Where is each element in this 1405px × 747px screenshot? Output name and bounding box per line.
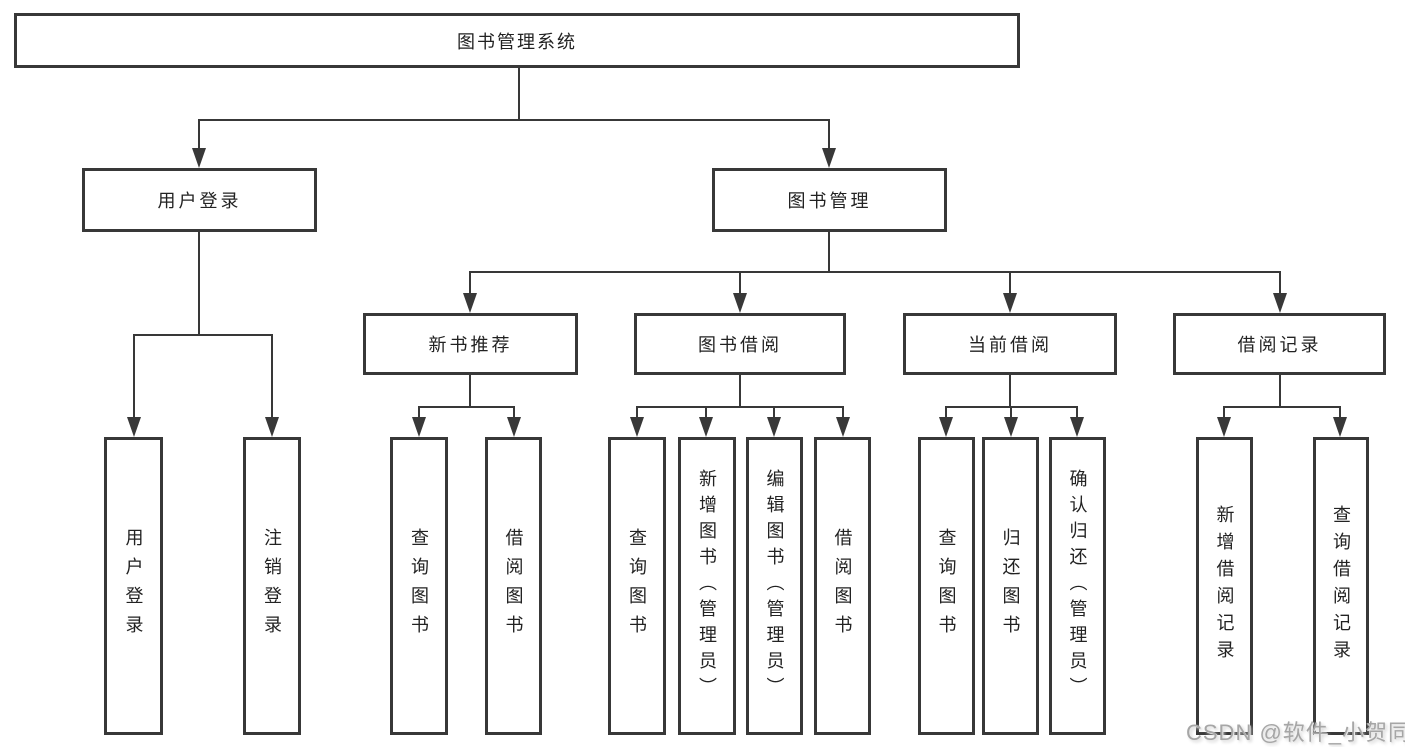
- node-current-borrowing: 当前借阅: [903, 313, 1117, 375]
- leaf-user-login: 用户登录: [104, 437, 163, 735]
- node-book-borrowing-label: 图书借阅: [698, 335, 782, 355]
- arrowhead-down-icon: [1003, 293, 1017, 313]
- connector-drop-line: [739, 271, 741, 293]
- leaf-confirm-return-admin-label: 确认归还（管理员）: [1067, 469, 1088, 703]
- leaf-query-books-borrowing-label: 查询图书: [627, 528, 647, 644]
- connector-drop-line: [418, 406, 420, 418]
- leaf-edit-book-admin-label: 编辑图书（管理员）: [764, 469, 785, 703]
- leaf-add-book-admin-label: 新增图书（管理员）: [697, 469, 717, 703]
- leaf-query-books-recommend-label: 查询图书: [409, 528, 429, 644]
- arrowhead-down-icon: [1070, 417, 1084, 437]
- leaf-query-borrow-record: 查询借阅记录: [1313, 437, 1369, 735]
- node-borrow-records: 借阅记录: [1173, 313, 1386, 375]
- node-book-management: 图书管理: [712, 168, 947, 232]
- arrowhead-down-icon: [699, 417, 713, 437]
- leaf-borrow-books-recommend-label: 借阅图书: [503, 528, 524, 644]
- arrowhead-down-icon: [822, 148, 836, 168]
- connector-drop-line: [1009, 271, 1011, 293]
- connector-bar-line: [418, 406, 515, 408]
- connector-drop-line: [469, 271, 471, 293]
- leaf-query-borrow-record-label: 查询借阅记录: [1331, 505, 1351, 667]
- leaf-user-login-label: 用户登录: [123, 528, 144, 644]
- arrowhead-down-icon: [1273, 293, 1287, 313]
- connector-stem-line: [469, 375, 471, 408]
- connector-stem-line: [1279, 375, 1281, 408]
- connector-drop-line: [842, 406, 844, 418]
- connector-bar-line: [133, 334, 273, 336]
- arrowhead-down-icon: [265, 417, 279, 437]
- arrowhead-down-icon: [939, 417, 953, 437]
- connector-stem-line: [198, 232, 200, 335]
- leaf-add-borrow-record: 新增借阅记录: [1196, 437, 1253, 735]
- node-current-borrowing-label: 当前借阅: [968, 335, 1052, 355]
- connector-bar-line: [1223, 406, 1340, 408]
- leaf-borrow-books-recommend: 借阅图书: [485, 437, 542, 735]
- leaf-add-borrow-record-label: 新增借阅记录: [1214, 505, 1235, 667]
- leaf-query-books-current-label: 查询图书: [936, 528, 957, 644]
- connector-drop-line: [828, 119, 830, 149]
- connector-stem-line: [518, 68, 520, 121]
- leaf-logout: 注销登录: [243, 437, 301, 735]
- csdn-watermark: CSDN @软件_小贺同学: [1186, 720, 1405, 745]
- node-root: 图书管理系统: [14, 13, 1020, 68]
- arrowhead-down-icon: [463, 293, 477, 313]
- leaf-return-book-label: 归还图书: [1000, 528, 1021, 644]
- arrowhead-down-icon: [1333, 417, 1347, 437]
- connector-drop-line: [945, 406, 947, 418]
- connector-drop-line: [133, 334, 135, 418]
- arrowhead-down-icon: [507, 417, 521, 437]
- arrowhead-down-icon: [836, 417, 850, 437]
- connector-stem-line: [1009, 375, 1011, 408]
- connector-drop-line: [1076, 406, 1078, 418]
- connector-stem-line: [739, 375, 741, 408]
- arrowhead-down-icon: [412, 417, 426, 437]
- node-book-management-label: 图书管理: [787, 191, 872, 211]
- arrowhead-down-icon: [733, 293, 747, 313]
- arrowhead-down-icon: [630, 417, 644, 437]
- connector-drop-line: [1223, 406, 1225, 418]
- connector-drop-line: [198, 119, 200, 149]
- node-borrow-records-label: 借阅记录: [1237, 335, 1322, 355]
- connector-drop-line: [1339, 406, 1341, 418]
- leaf-edit-book-admin: 编辑图书（管理员）: [746, 437, 803, 735]
- arrowhead-down-icon: [767, 417, 781, 437]
- connector-bar-line: [636, 406, 844, 408]
- connector-bar-line: [198, 119, 830, 121]
- leaf-query-books-borrowing: 查询图书: [608, 437, 666, 735]
- leaf-borrow-books-borrowing: 借阅图书: [814, 437, 871, 735]
- connector-stem-line: [828, 232, 830, 273]
- connector-drop-line: [513, 406, 515, 418]
- leaf-confirm-return-admin: 确认归还（管理员）: [1049, 437, 1106, 735]
- connector-drop-line: [636, 406, 638, 418]
- arrowhead-down-icon: [1217, 417, 1231, 437]
- leaf-query-books-current: 查询图书: [918, 437, 975, 735]
- leaf-add-book-admin: 新增图书（管理员）: [678, 437, 736, 735]
- arrowhead-down-icon: [127, 417, 141, 437]
- connector-drop-line: [705, 406, 707, 418]
- connector-drop-line: [1279, 271, 1281, 293]
- node-new-book-recommend: 新书推荐: [363, 313, 578, 375]
- leaf-borrow-books-borrowing-label: 借阅图书: [832, 528, 853, 644]
- node-book-borrowing: 图书借阅: [634, 313, 846, 375]
- node-user-login: 用户登录: [82, 168, 317, 232]
- connector-drop-line: [773, 406, 775, 418]
- node-user-login-label: 用户登录: [157, 191, 242, 211]
- connector-drop-line: [1010, 406, 1012, 418]
- node-new-book-recommend-label: 新书推荐: [428, 335, 513, 355]
- leaf-query-books-recommend: 查询图书: [390, 437, 448, 735]
- node-root-label: 图书管理系统: [457, 31, 577, 52]
- leaf-return-book: 归还图书: [982, 437, 1039, 735]
- connector-drop-line: [271, 334, 273, 418]
- leaf-logout-label: 注销登录: [262, 528, 282, 644]
- arrowhead-down-icon: [1004, 417, 1018, 437]
- connector-bar-line: [469, 271, 1281, 273]
- arrowhead-down-icon: [192, 148, 206, 168]
